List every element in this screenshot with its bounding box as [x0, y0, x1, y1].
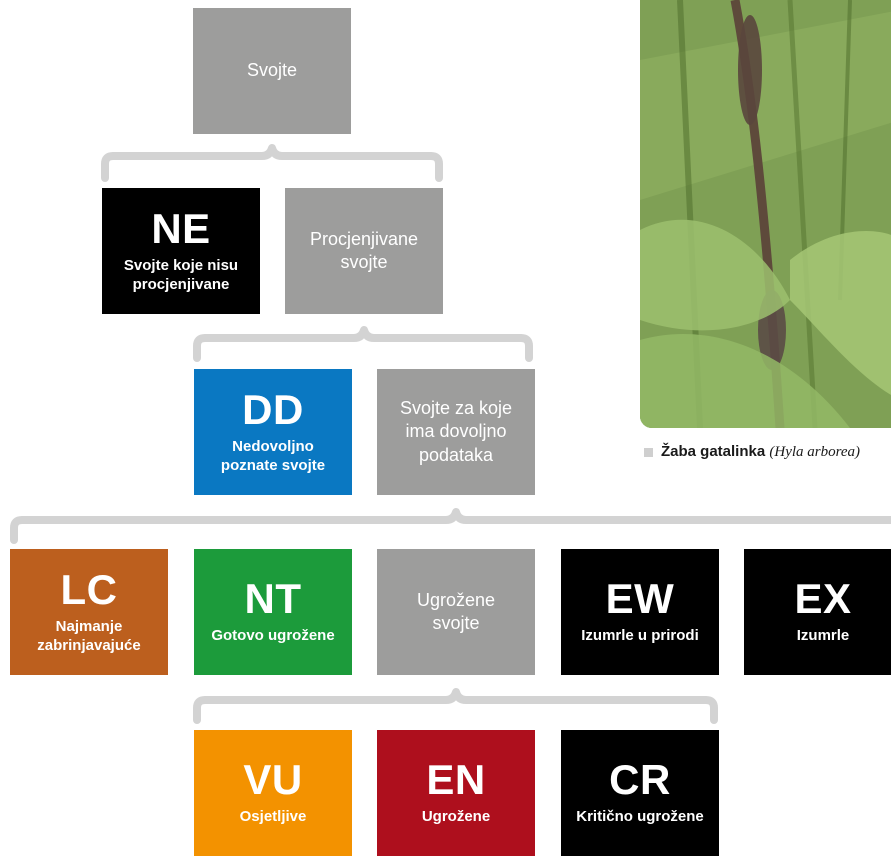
cr-box: CR Kritično ugrožene — [561, 730, 719, 856]
evaluated-title: Procjenjivane svojte — [309, 228, 419, 272]
evaluated-box: Procjenjivane svojte — [285, 188, 443, 314]
bracket-level2 — [193, 326, 533, 362]
vu-box: VU Osjetljive — [194, 730, 352, 856]
nt-desc: Gotovo ugrožene — [211, 627, 335, 645]
plant-photo — [640, 0, 891, 428]
root-title: Svojte — [246, 60, 298, 81]
root-svojte-box: Svojte — [193, 8, 351, 134]
adequate-data-title: Svojte za koje ima dovoljno podataka — [399, 397, 513, 465]
en-desc: Ugrožene — [421, 808, 491, 826]
ex-box: EX Izumrle — [744, 549, 891, 675]
vu-code: VU — [243, 756, 303, 804]
adequate-data-box: Svojte za koje ima dovoljno podataka — [377, 369, 535, 495]
ew-box: EW Izumrle u prirodi — [561, 549, 719, 675]
ne-desc: Svojte koje nisu procjenjivane — [123, 256, 239, 294]
dd-box: DD Nedovoljno poznate svojte — [194, 369, 352, 495]
ew-desc: Izumrle u prirodi — [581, 627, 699, 645]
lc-desc: Najmanje zabrinjavajuće — [37, 617, 141, 655]
ew-code: EW — [605, 575, 675, 623]
vu-desc: Osjetljive — [239, 808, 307, 826]
ne-code: NE — [151, 204, 211, 252]
caption-name: Žaba gatalinka — [661, 443, 766, 460]
ex-desc: Izumrle — [796, 627, 850, 645]
lc-code: LC — [60, 565, 118, 613]
cr-code: CR — [609, 756, 671, 804]
en-box: EN Ugrožene — [377, 730, 535, 856]
en-code: EN — [426, 756, 486, 804]
bracket-level4 — [193, 688, 718, 724]
nt-code: NT — [244, 575, 302, 623]
ex-code: EX — [794, 575, 852, 623]
lc-box: LC Najmanje zabrinjavajuće — [10, 549, 168, 675]
dd-code: DD — [242, 385, 304, 433]
threatened-title: Ugrožene svojte — [416, 589, 496, 633]
caption-bullet-icon — [644, 447, 653, 457]
photo-caption: Žaba gatalinka (Hyla arborea) — [644, 443, 860, 461]
plant-photo-illustration — [640, 0, 891, 428]
bracket-level1 — [101, 144, 443, 182]
nt-box: NT Gotovo ugrožene — [194, 549, 352, 675]
threatened-box: Ugrožene svojte — [377, 549, 535, 675]
dd-desc: Nedovoljno poznate svojte — [220, 437, 326, 475]
cr-desc: Kritično ugrožene — [576, 808, 704, 826]
ne-box: NE Svojte koje nisu procjenjivane — [102, 188, 260, 314]
caption-latin: (Hyla arborea) — [769, 444, 861, 460]
bracket-level3 — [10, 508, 891, 544]
